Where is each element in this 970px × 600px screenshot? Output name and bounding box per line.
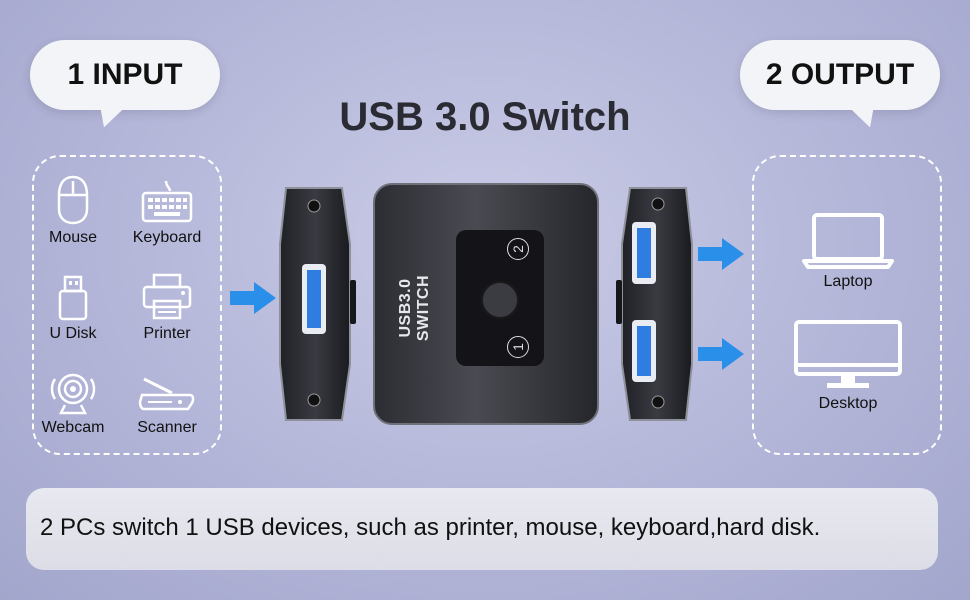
device-label: U Disk: [49, 325, 97, 342]
device-label: Webcam: [41, 419, 105, 436]
switch-port-1-label: 1: [507, 336, 529, 358]
bubble-tail: [848, 98, 884, 132]
switch-port-2-label: 2: [507, 238, 529, 260]
usb-switch-body: [373, 183, 599, 425]
laptop-icon: [802, 213, 894, 269]
device-label: Printer: [143, 325, 191, 342]
input-devices-box: Mouse Keyboard U Disk: [32, 155, 222, 455]
device-u-disk: U Disk: [28, 275, 118, 343]
device-label: Desktop: [818, 395, 878, 412]
page-title: USB 3.0 Switch: [339, 95, 631, 139]
device-label: Laptop: [823, 273, 873, 290]
keyboard-icon: [141, 180, 193, 223]
switch-output-panel: [616, 187, 693, 421]
footer-text: 2 PCs switch 1 USB devices, such as prin…: [40, 514, 821, 541]
input-arrow-icon: [230, 282, 276, 314]
printer-icon: [142, 273, 192, 320]
usb-disk-icon: [58, 275, 88, 321]
output-bubble: 2 OUTPUT: [740, 40, 940, 132]
output-label: 2 OUTPUT: [765, 58, 915, 91]
output-arrow-2-icon: [698, 338, 744, 370]
output-devices-box: Laptop Desktop: [752, 155, 942, 455]
device-webcam: Webcam: [28, 371, 118, 437]
device-keyboard: Keyboard: [122, 179, 212, 247]
device-scanner: Scanner: [122, 375, 212, 437]
bubble-tail: [90, 98, 126, 132]
device-label: Keyboard: [132, 229, 202, 246]
input-bubble: 1 INPUT: [30, 40, 220, 132]
input-label: 1 INPUT: [67, 58, 183, 91]
device-printer: Printer: [122, 273, 212, 343]
switch-body-label: USB3.0 SWITCH: [397, 274, 432, 342]
device-mouse: Mouse: [28, 175, 118, 247]
scanner-icon: [138, 377, 195, 411]
mouse-icon: [57, 175, 89, 225]
device-laptop: Laptop: [790, 211, 906, 291]
device-desktop: Desktop: [790, 319, 906, 413]
footer-banner: 2 PCs switch 1 USB devices, such as prin…: [26, 488, 938, 570]
desktop-icon: [794, 320, 902, 388]
switch-input-panel: [279, 187, 356, 421]
webcam-icon: [50, 373, 96, 415]
device-label: Mouse: [48, 229, 98, 246]
device-label: Scanner: [137, 419, 197, 436]
output-arrow-1-icon: [698, 238, 744, 270]
